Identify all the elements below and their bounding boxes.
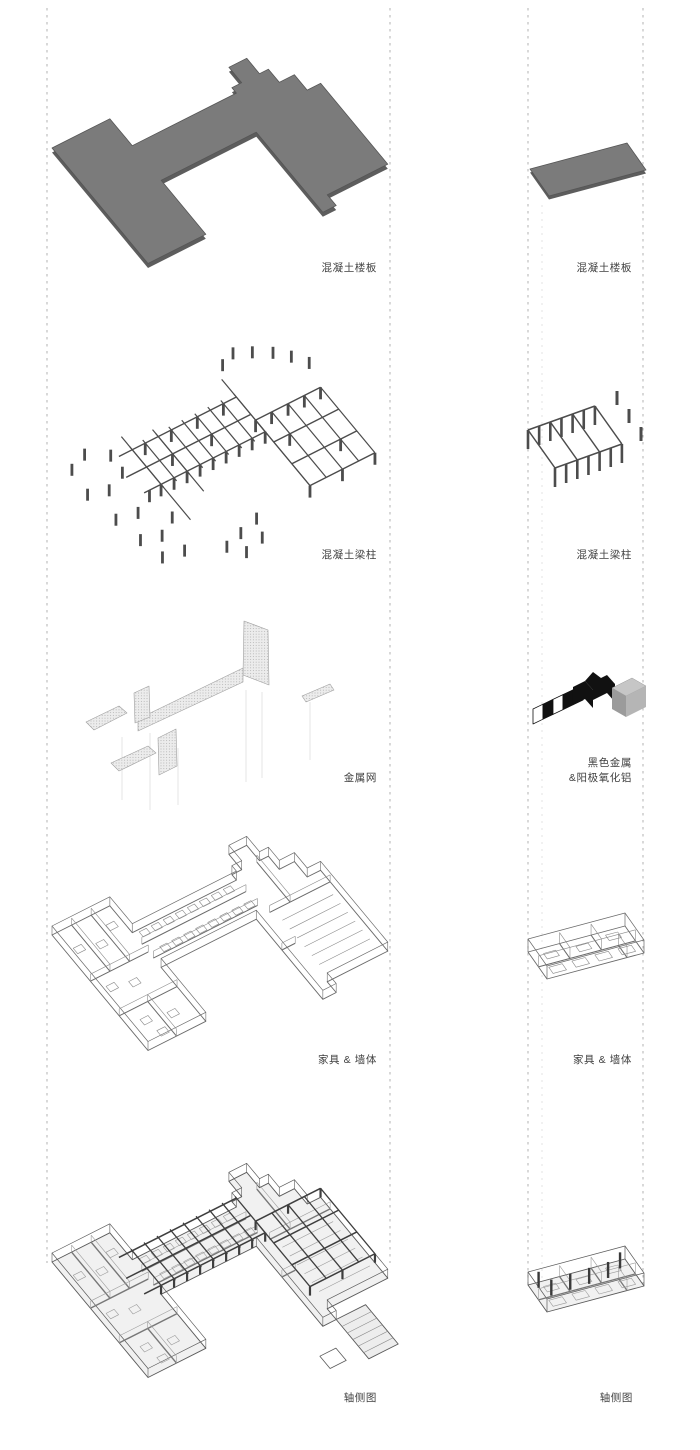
label-left-frame: 混凝土梁柱 (321, 549, 377, 561)
label-right-frame: 混凝土梁柱 (576, 549, 632, 561)
slab-diagram-left (51, 57, 389, 268)
frame-diagram-left (70, 346, 377, 564)
label-right-metal: 黑色金属 &阳极氧化铝 (569, 756, 632, 786)
furniture-diagram-left (51, 835, 389, 1051)
label-right-axon: 轴侧图 (599, 1392, 633, 1404)
label-right-metal-line1: 黑色金属 (587, 757, 632, 769)
projection-guide-lines (46, 8, 644, 1287)
mesh-diagram-left (85, 620, 335, 810)
label-left-furniture: 家具 & 墙体 (317, 1054, 377, 1066)
black-metal-diagram-right (532, 672, 647, 725)
axonometric-diagram-left (51, 1162, 399, 1378)
slab-diagram-right (529, 142, 647, 200)
label-left-axon: 轴侧图 (343, 1392, 377, 1404)
label-left-slab: 混凝土楼板 (321, 262, 377, 274)
axonometric-diagram-right (527, 1245, 645, 1313)
label-left-mesh: 金属网 (343, 772, 377, 784)
furniture-diagram-right (527, 912, 645, 980)
frame-diagram-right (526, 391, 643, 487)
label-right-slab: 混凝土楼板 (576, 262, 632, 274)
label-right-furniture: 家具 & 墙体 (572, 1054, 632, 1066)
label-right-metal-line2: &阳极氧化铝 (568, 772, 632, 784)
